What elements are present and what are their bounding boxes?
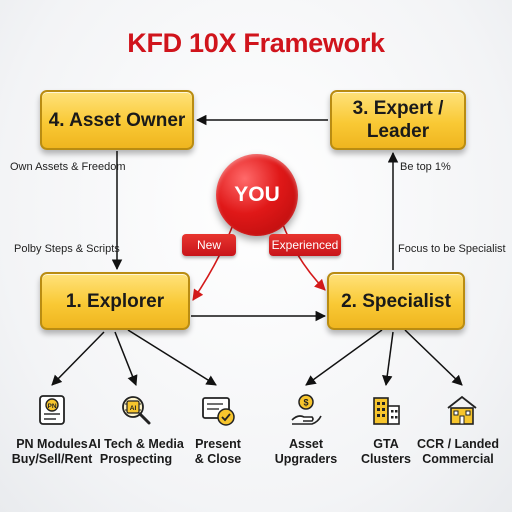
you-circle: YOU <box>216 154 298 236</box>
stage-expert-leader-label: 3. Expert / Leader <box>352 98 444 142</box>
arrow-specialist-to-asset <box>305 329 383 386</box>
arrow-explorer-to-ai <box>114 331 138 386</box>
asset-upgraders-icon: $ <box>286 390 326 430</box>
path-experienced-badge: Experienced <box>269 234 341 256</box>
pn-modules-icon: PN <box>32 390 72 430</box>
you-label: YOU <box>234 183 280 206</box>
ai-badge-text: AI <box>130 405 137 412</box>
edge-label-steps-scripts: Polby Steps & Scripts <box>14 243 120 255</box>
arrow-specialist-to-ccr <box>404 329 463 386</box>
stage-specialist-label: 2. Specialist <box>341 290 451 312</box>
arrow-specialist-to-gta <box>382 331 394 387</box>
output-ccr-landed: CCR / Landed Commercial <box>417 437 499 466</box>
pn-badge-text: PN <box>47 403 56 410</box>
ccr-landed-icon <box>442 390 482 430</box>
page-title: KFD 10X Framework <box>127 28 385 58</box>
gta-clusters-icon <box>366 390 406 430</box>
stage-expert-leader: 3. Expert / Leader <box>330 90 466 150</box>
present-close-icon <box>198 390 238 430</box>
edge-label-own-assets: Own Assets & Freedom <box>10 161 126 173</box>
stage-asset-owner-label: 4. Asset Owner <box>48 109 186 131</box>
path-new-badge: New <box>182 234 236 256</box>
stage-explorer: 1. Explorer <box>40 272 190 330</box>
svg-text:$: $ <box>303 398 308 408</box>
arrow-explorer-to-pn <box>51 331 105 386</box>
arrow-you-to-explorer <box>192 221 235 301</box>
output-present-close: Present & Close <box>194 437 242 466</box>
edge-label-focus-specialist: Focus to be Specialist <box>398 243 506 255</box>
output-gta-clusters: GTA Clusters <box>360 437 412 466</box>
output-ai-tech: AI Tech & Media Prospecting <box>88 437 184 466</box>
output-pn-modules: PN Modules Buy/Sell/Rent <box>11 437 93 466</box>
stage-asset-owner: 4. Asset Owner <box>40 90 194 150</box>
arrow-explorer-to-present <box>127 329 217 386</box>
edge-label-top-1: Be top 1% <box>400 161 451 173</box>
stage-explorer-label: 1. Explorer <box>65 290 165 312</box>
output-asset-upgraders: Asset Upgraders <box>274 437 338 466</box>
arrow-you-to-specialist <box>281 221 326 291</box>
stage-specialist: 2. Specialist <box>327 272 465 330</box>
ai-tech-icon: AI <box>116 390 156 430</box>
